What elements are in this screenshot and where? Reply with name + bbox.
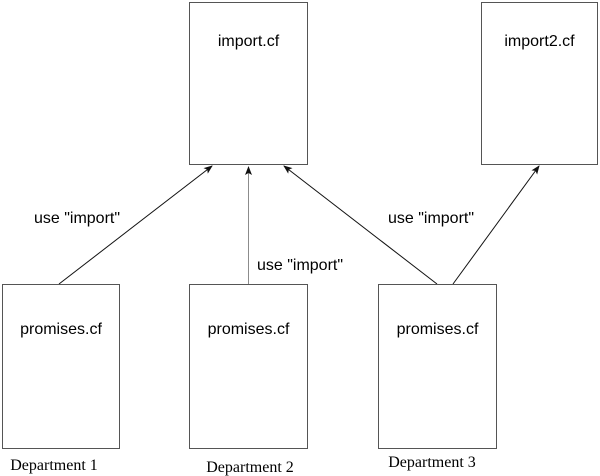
- node-import-cf: import.cf: [189, 2, 308, 165]
- edge-label-use-import-left: use "import": [33, 210, 121, 227]
- node-import-cf-label: import.cf: [217, 33, 280, 50]
- edge-label-use-import-middle: use "import": [256, 257, 344, 274]
- node-import2-cf: import2.cf: [481, 2, 598, 165]
- node-promises-cf-dept3: promises.cf: [378, 284, 497, 449]
- node-import2-cf-label: import2.cf: [504, 33, 575, 50]
- node-promises-cf-dept1-label: promises.cf: [20, 321, 102, 338]
- edge-label-use-import-right: use "import": [387, 210, 475, 227]
- caption-department-3: Department 3: [388, 454, 476, 471]
- caption-department-1: Department 1: [10, 457, 98, 474]
- node-promises-cf-dept1: promises.cf: [2, 284, 120, 449]
- node-promises-cf-dept3-label: promises.cf: [396, 321, 479, 338]
- node-promises-cf-dept2: promises.cf: [189, 284, 308, 449]
- caption-department-2: Department 2: [206, 459, 294, 476]
- node-promises-cf-dept2-label: promises.cf: [207, 321, 290, 338]
